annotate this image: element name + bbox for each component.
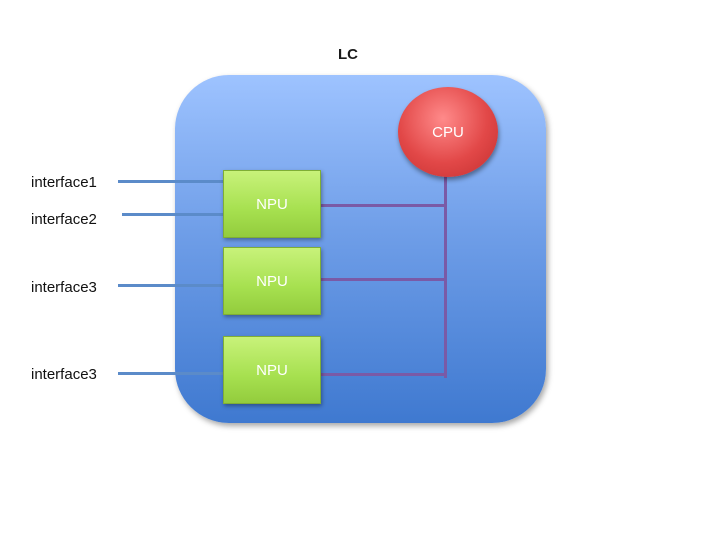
cpu-node: CPU bbox=[398, 87, 498, 177]
interface-label-4: interface3 bbox=[31, 366, 97, 383]
npu-box-1: NPU bbox=[223, 170, 321, 238]
npu2-bus-link bbox=[319, 278, 446, 281]
cpu-label: CPU bbox=[432, 123, 464, 141]
interface-label-2: interface2 bbox=[31, 211, 97, 228]
interface4-wire bbox=[118, 372, 224, 375]
npu-box-3: NPU bbox=[223, 336, 321, 404]
cpu-bus-vertical bbox=[444, 175, 447, 378]
diagram-title: LC bbox=[338, 46, 358, 63]
npu-label-3: NPU bbox=[256, 361, 288, 379]
interface-label-1: interface1 bbox=[31, 174, 97, 191]
npu-label-1: NPU bbox=[256, 195, 288, 213]
npu1-bus-link bbox=[319, 204, 446, 207]
npu3-bus-link bbox=[319, 373, 446, 376]
interface2-wire bbox=[122, 213, 224, 216]
npu-box-2: NPU bbox=[223, 247, 321, 315]
interface-label-3: interface3 bbox=[31, 279, 97, 296]
npu-label-2: NPU bbox=[256, 272, 288, 290]
interface3-wire bbox=[118, 284, 224, 287]
interface1-wire bbox=[118, 180, 224, 183]
